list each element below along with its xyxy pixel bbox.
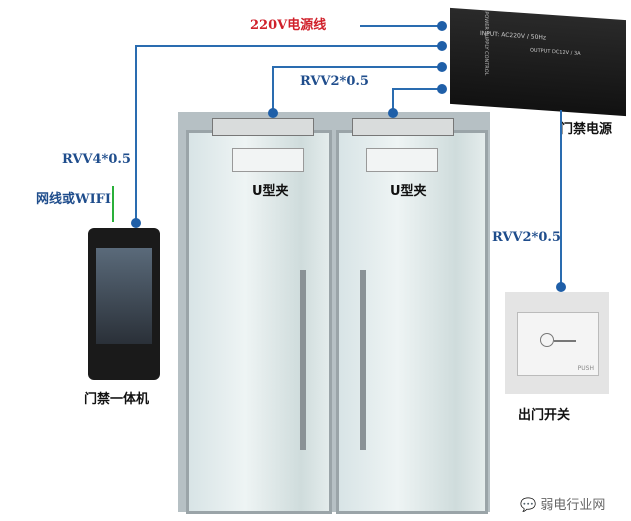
terminal-label: 门禁一体机 xyxy=(84,392,150,407)
u-bracket-left xyxy=(232,148,304,172)
psu-brand: POWER SUPPLY CONTROL xyxy=(483,11,490,76)
exit-button: PUSH xyxy=(505,292,609,394)
watermark: 💬 弱电行业网 xyxy=(520,494,605,513)
wechat-icon: 💬 xyxy=(520,498,537,513)
power-supply: POWER SUPPLY CONTROL INPUT: AC220V / 50H… xyxy=(450,7,626,117)
exit-button-label: 出门开关 xyxy=(518,408,571,423)
network-cable xyxy=(112,186,114,222)
u-bracket-right-label: U型夹 xyxy=(390,184,427,199)
rvv-reader-label: RVV4*0.5 xyxy=(62,152,131,167)
connector-dot xyxy=(437,41,447,51)
connector-dot xyxy=(556,282,566,292)
connector-dot xyxy=(437,62,447,72)
psu-input: INPUT: AC220V / 50Hz xyxy=(480,29,547,42)
door-handle-left xyxy=(300,270,306,450)
key-icon xyxy=(540,333,554,347)
connector-dot xyxy=(437,21,447,31)
wire-mains xyxy=(360,25,442,27)
network-label: 网线或WIFI xyxy=(36,192,111,207)
wire-lock-left xyxy=(272,66,442,68)
psu-output: OUTPUT DC12V / 3A xyxy=(530,47,581,57)
wire-reader-drop xyxy=(135,45,137,223)
watermark-text: 弱电行业网 xyxy=(540,498,606,513)
connector-dot xyxy=(437,84,447,94)
wire-exit-button xyxy=(560,110,562,285)
access-control-terminal xyxy=(88,228,160,380)
rvv-top-label: RVV2*0.5 xyxy=(300,74,369,89)
rvv-button-label: RVV2*0.5 xyxy=(492,230,561,245)
door-handle-right xyxy=(360,270,366,450)
wire-lock-right-drop xyxy=(392,88,394,114)
mains-label: 220V电源线 xyxy=(250,18,327,33)
door-left-glass xyxy=(186,130,332,514)
wire-lock-left-drop xyxy=(272,66,274,114)
maglock-left xyxy=(212,118,314,136)
wire-reader xyxy=(135,45,442,47)
wire-lock-right xyxy=(392,88,442,90)
connector-dot xyxy=(131,218,141,228)
connector-dot xyxy=(388,108,398,118)
key-shaft xyxy=(554,340,576,342)
maglock-right xyxy=(352,118,454,136)
psu-label: 门禁电源 xyxy=(560,122,613,137)
terminal-screen xyxy=(96,248,152,344)
exit-button-plate: PUSH xyxy=(517,312,599,376)
u-bracket-left-label: U型夹 xyxy=(252,184,289,199)
connector-dot xyxy=(268,108,278,118)
push-text: PUSH xyxy=(577,365,594,372)
u-bracket-right xyxy=(366,148,438,172)
